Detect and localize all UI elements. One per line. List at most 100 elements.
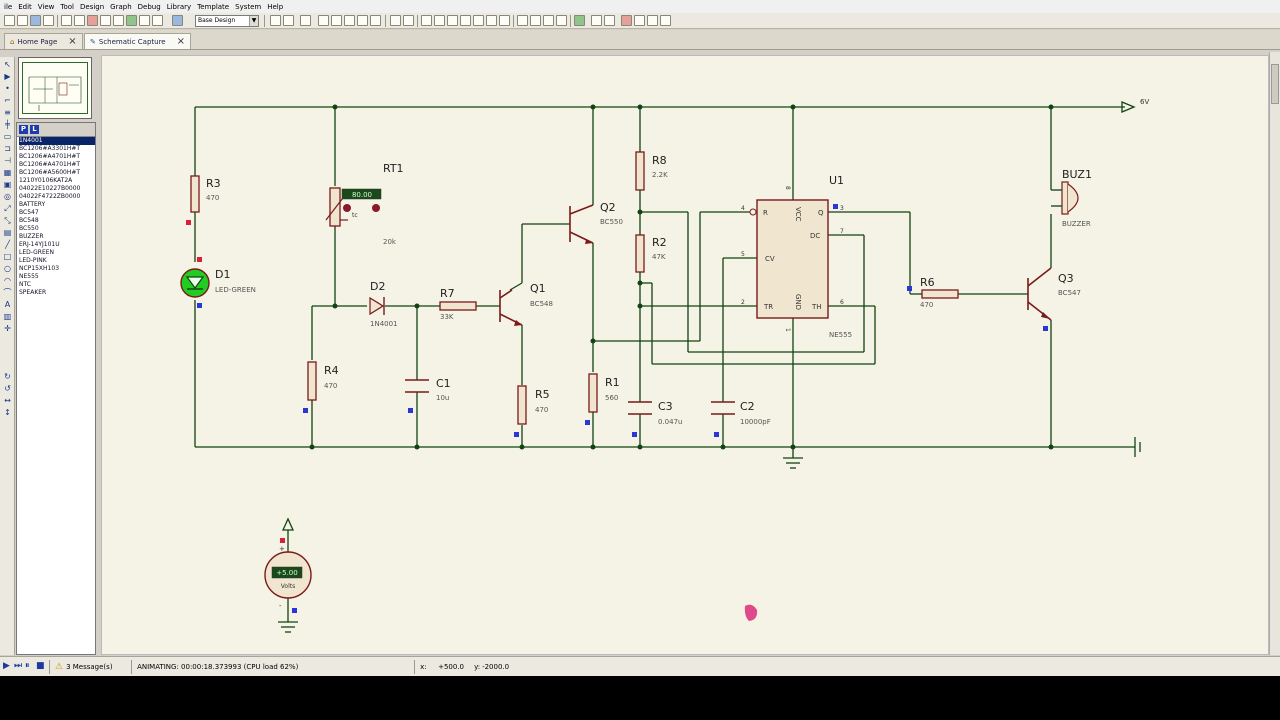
new-sheet-icon[interactable] (604, 15, 615, 26)
box-icon[interactable]: □ (3, 252, 12, 261)
device-list-item[interactable]: NCP15XH103 (19, 265, 60, 272)
voltage-probe-icon[interactable]: ⤢ (4, 204, 11, 213)
refresh-icon[interactable] (270, 15, 281, 26)
menu-graph[interactable]: Graph (110, 2, 132, 11)
bus-icon[interactable]: ╪ (5, 120, 10, 129)
block-copy-icon[interactable] (460, 15, 471, 26)
overview-viewport[interactable] (22, 62, 88, 114)
text-script-icon[interactable]: ≡ (4, 108, 11, 117)
property-tool-icon[interactable] (591, 15, 602, 26)
capacitor-c2[interactable] (711, 400, 735, 416)
current-probe-icon[interactable]: ⤡ (4, 216, 11, 225)
message-count[interactable]: 3 Message(s) (66, 662, 113, 671)
pause-icon[interactable]: ⏸ (25, 661, 30, 671)
zoom-area-icon[interactable] (370, 15, 381, 26)
rotate-clockwise-icon[interactable]: ↻ (4, 372, 11, 381)
stop-icon[interactable]: ■ (36, 661, 45, 671)
device-list-item[interactable]: BC548 (19, 217, 39, 224)
subcircuit-icon[interactable]: ▭ (3, 132, 12, 141)
gerber-icon[interactable] (113, 15, 124, 26)
resistor-r4[interactable] (307, 361, 317, 401)
device-list-item[interactable]: 04022E10227B0000 (19, 185, 81, 192)
menu-edit[interactable]: Edit (18, 2, 32, 11)
junction-dot-icon[interactable]: • (5, 84, 10, 93)
device-list-item[interactable]: BC550 (19, 225, 39, 232)
power-terminal-arrow[interactable] (1121, 101, 1136, 113)
thermistor-rt1[interactable] (329, 187, 341, 227)
block-move-icon[interactable] (473, 15, 484, 26)
close-icon[interactable]: × (176, 36, 186, 47)
marker-icon[interactable]: ✛ (4, 324, 11, 333)
path-icon[interactable]: ⌒ (3, 288, 12, 297)
selection-mode-icon[interactable]: ↖ (4, 60, 11, 69)
menu-tool[interactable]: Tool (60, 2, 74, 11)
circle-icon[interactable]: ○ (4, 264, 11, 273)
device-list-item[interactable]: BC1206#A4701H#T (19, 161, 81, 168)
pcb-icon[interactable] (87, 15, 98, 26)
import-icon[interactable] (43, 15, 54, 26)
capacitor-c1[interactable] (405, 378, 429, 394)
resistor-r3[interactable] (190, 175, 200, 213)
redo-icon[interactable] (403, 15, 414, 26)
remove-sheet-icon[interactable] (621, 15, 632, 26)
library-manager-button[interactable]: L (30, 125, 39, 134)
device-list-item[interactable]: ERJ-14YJ101U (19, 241, 60, 248)
copy-icon[interactable] (434, 15, 445, 26)
tab-home-page[interactable]: ⌂ Home Page × (4, 33, 83, 49)
pick-from-library-button[interactable]: P (19, 125, 28, 134)
menu-design[interactable]: Design (80, 2, 105, 11)
new-file-icon[interactable] (4, 15, 15, 26)
origin-icon[interactable] (300, 15, 311, 26)
resistor-r5[interactable] (517, 385, 527, 425)
overview-window[interactable] (18, 57, 92, 119)
temperature-up-button[interactable] (372, 204, 380, 212)
device-list-item[interactable]: LED-GREEN (19, 249, 55, 256)
grid-icon[interactable] (283, 15, 294, 26)
scrollbar-thumb[interactable] (1271, 64, 1279, 104)
cut-icon[interactable] (421, 15, 432, 26)
3d-view-icon[interactable] (100, 15, 111, 26)
device-list-item[interactable]: SPEAKER (19, 289, 47, 296)
close-icon[interactable]: × (68, 36, 77, 47)
flip-vertical-icon[interactable]: ↕ (4, 408, 11, 417)
resistor-r8[interactable] (635, 151, 645, 191)
electrical-rule-check-icon[interactable] (660, 15, 671, 26)
generator-icon[interactable]: ◎ (4, 192, 11, 201)
buzzer-buz1[interactable] (1061, 181, 1069, 215)
wire-autorouter-icon[interactable] (556, 15, 567, 26)
vertical-scrollbar[interactable] (1269, 52, 1280, 655)
menu-template[interactable]: Template (197, 2, 230, 11)
device-list-item[interactable]: NE555 (19, 273, 39, 280)
menu-view[interactable]: View (37, 2, 55, 11)
make-device-icon[interactable] (530, 15, 541, 26)
resistor-r2[interactable] (635, 234, 645, 273)
device-list-item[interactable]: 04022F4722ZB0000 (19, 193, 81, 200)
menu-system[interactable]: System (235, 2, 262, 11)
search-icon[interactable] (574, 15, 585, 26)
device-list-item[interactable]: 1210Y0106KAT2A (19, 177, 73, 184)
device-list-item[interactable]: BC1206#A4701H#T (19, 153, 81, 160)
terminals-icon[interactable]: ⊐ (4, 144, 11, 153)
graph-icon[interactable]: ▦ (3, 168, 12, 177)
device-list-item[interactable]: BATTERY (19, 201, 46, 208)
save-icon[interactable] (30, 15, 41, 26)
exit-to-parent-icon[interactable] (634, 15, 645, 26)
text-icon[interactable]: A (4, 300, 11, 309)
resistor-r6[interactable] (921, 289, 959, 299)
rotate-anticlockwise-icon[interactable]: ↺ (4, 384, 11, 393)
menu-library[interactable]: Library (166, 2, 192, 11)
wire-label-icon[interactable]: ⌐ (4, 96, 11, 105)
open-file-icon[interactable] (17, 15, 28, 26)
zoom-all-icon[interactable] (357, 15, 368, 26)
line-icon[interactable]: ╱ (5, 240, 10, 249)
zoom-out-icon[interactable] (344, 15, 355, 26)
component-mode-icon[interactable]: ▶ (4, 72, 11, 81)
play-icon[interactable]: ▶ (3, 661, 10, 671)
resistor-r1[interactable] (588, 373, 598, 413)
timer-ic-u1[interactable] (756, 199, 829, 319)
netlist-icon[interactable] (647, 15, 658, 26)
device-list-item[interactable]: LED-PINK (19, 257, 47, 264)
symbol-icon[interactable]: ▥ (3, 312, 12, 321)
arc-icon[interactable]: ◠ (4, 276, 11, 285)
design-explorer-icon[interactable] (139, 15, 150, 26)
